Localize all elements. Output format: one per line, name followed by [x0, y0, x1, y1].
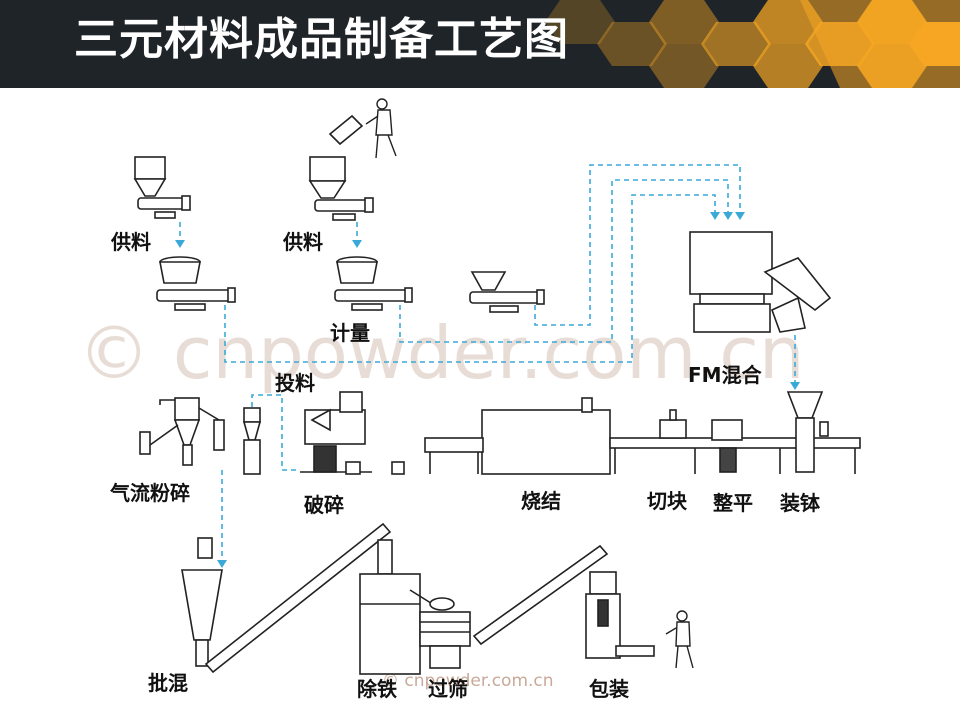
label-cutting: 切块	[647, 489, 688, 513]
label-packing: 包装	[589, 677, 629, 701]
screw-conveyor-1	[204, 522, 392, 674]
label-loading: 装钵	[779, 491, 821, 515]
label-crushing: 破碎	[304, 493, 344, 517]
label-supply-1: 供料	[110, 230, 151, 254]
cyclone	[242, 407, 262, 475]
loader	[786, 391, 829, 473]
page-title: 三元材料成品制备工艺图	[74, 14, 569, 65]
cutter	[659, 409, 687, 439]
iron-remover	[359, 539, 421, 675]
label-batch-mixing: 批混	[148, 671, 188, 695]
metering-hopper-1	[156, 256, 236, 311]
label-sintering: 烧结	[521, 489, 561, 513]
label-metering: 计量	[330, 321, 370, 345]
flow-arrows	[175, 212, 800, 568]
label-fm-mixing: FM混合	[688, 363, 763, 387]
watermark: © cnpowder.com.cn	[78, 311, 805, 395]
crusher	[300, 391, 405, 475]
worker-icon	[365, 98, 397, 159]
leveler	[711, 419, 743, 473]
sintering-kiln	[424, 397, 861, 475]
equipment	[133, 98, 861, 675]
packing-machine	[585, 571, 655, 659]
batch-mixer-cone	[181, 537, 223, 667]
label-leveling: 整平	[712, 491, 753, 515]
label-sieving: 过筛	[428, 677, 468, 701]
label-jet-mill: 气流粉碎	[109, 481, 190, 505]
metering-hopper-3	[469, 271, 545, 313]
watermark-small: © cnpowder.com.cn	[382, 671, 554, 691]
label-supply-2: 供料	[282, 230, 323, 254]
label-feeding: 投料	[275, 371, 315, 395]
title-bar: 三元材料成品制备工艺图	[0, 0, 960, 88]
fm-mixer	[689, 231, 832, 333]
vibrating-sieve	[409, 589, 471, 669]
metering-hopper-2	[334, 256, 413, 311]
stage-labels: 供料 供料 计量 投料 FM混合 气流粉碎 破碎 烧结 切块 整平 装钵 批混 …	[109, 230, 821, 701]
supply-hopper-2	[308, 114, 374, 221]
screw-conveyor-2	[472, 544, 609, 646]
jet-mill	[139, 397, 225, 466]
label-iron-removal: 除铁	[357, 677, 397, 701]
hexagon-decoration	[545, 0, 960, 88]
flow-lines	[179, 164, 796, 560]
supply-hopper-1	[133, 156, 191, 219]
worker-icon-2	[665, 610, 694, 669]
